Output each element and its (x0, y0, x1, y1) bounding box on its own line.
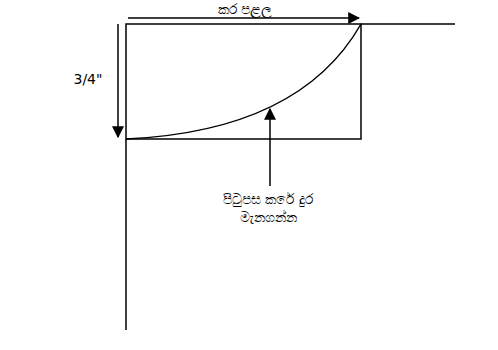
pointer-arrow (269, 109, 271, 186)
block-rect (126, 24, 361, 139)
dimension-label: කර පළල (165, 0, 325, 18)
dimension-label: 3/4" (63, 70, 113, 88)
shoulder-curve (126, 24, 361, 139)
neck-line (361, 23, 455, 25)
width-arrow (128, 17, 359, 19)
note-label: පිටුපස කරේ දුර මැනගන්න (193, 190, 343, 226)
depth-arrow (117, 24, 119, 137)
center-back-line (125, 139, 127, 330)
